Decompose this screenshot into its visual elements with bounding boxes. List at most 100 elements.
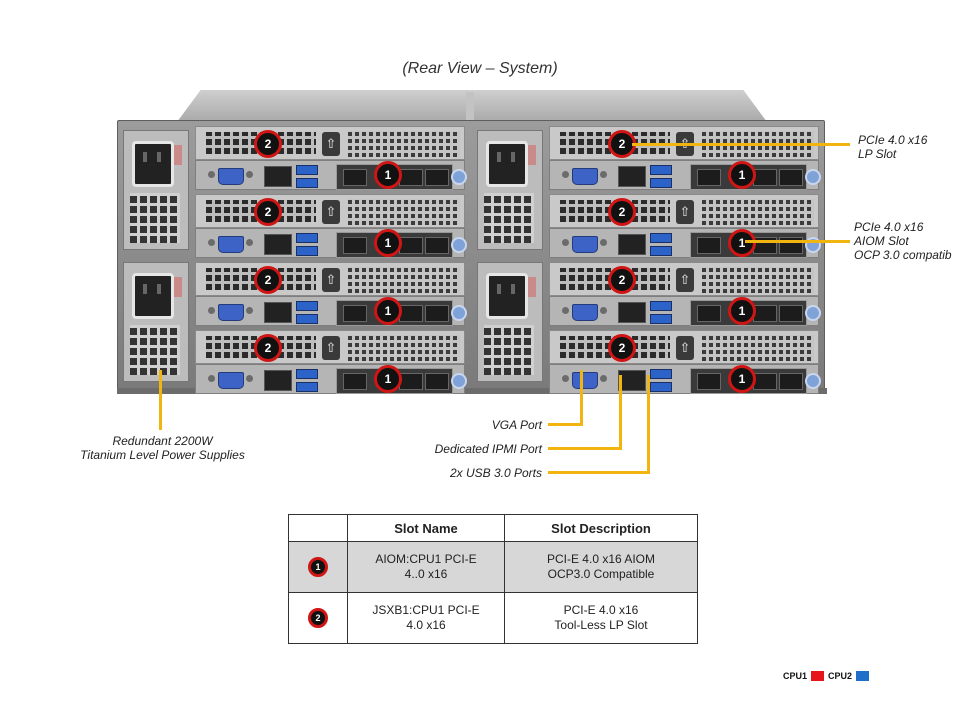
thumbscrew-icon[interactable] — [451, 237, 467, 253]
ipmi-port-icon — [264, 302, 292, 323]
release-handle-icon[interactable]: ⇧ — [676, 336, 694, 360]
callout-line-aiom-slot — [745, 240, 850, 243]
node-vent-grill — [348, 267, 460, 293]
callout-lp-slot-line1: PCIe 4.0 x16 — [858, 133, 928, 147]
release-handle-icon[interactable]: ⇧ — [676, 268, 694, 292]
vga-screw-icon — [246, 171, 253, 178]
slot-1-marker-icon: 1 — [728, 161, 756, 189]
ipmi-port-icon — [264, 370, 292, 391]
callout-line-usb-h — [548, 471, 650, 474]
thumbscrew-icon[interactable] — [451, 373, 467, 389]
callout-usb-ports: 2x USB 3.0 Ports — [449, 466, 542, 480]
power-supply-unit — [477, 262, 543, 382]
callout-aiom-line2: AIOM Slot — [854, 234, 909, 248]
aiom-port-icon — [697, 305, 721, 322]
usb-port-icon — [650, 314, 672, 324]
aiom-port-icon — [425, 237, 449, 254]
psu-fan-grill — [130, 193, 180, 243]
aiom-port-icon — [343, 169, 367, 186]
usb-port-icon — [296, 369, 318, 379]
usb-port-icon — [296, 233, 318, 243]
node-io-panel: 1 — [195, 228, 467, 258]
aiom-port-icon — [779, 169, 803, 186]
psu-latch — [528, 145, 536, 165]
node-io-panel: 1 — [549, 160, 821, 190]
thumbscrew-icon[interactable] — [805, 373, 821, 389]
table-cell-badge: 2 — [288, 592, 348, 644]
vga-port-icon — [218, 236, 244, 253]
table-row: 1 AIOM:CPU1 PCI-E 4..0 x16 PCI-E 4.0 x16… — [288, 541, 698, 593]
thumbscrew-icon[interactable] — [805, 305, 821, 321]
node-io-panel: 1 — [549, 364, 821, 394]
usb-port-icon — [650, 382, 672, 392]
vga-screw-icon — [246, 375, 253, 382]
callout-vga-port: VGA Port — [491, 418, 542, 432]
table-cell-slot-name: JSXB1:CPU1 PCI-E 4.0 x16 — [347, 592, 505, 644]
node-vent-grill — [702, 335, 814, 361]
usb-port-icon — [296, 165, 318, 175]
thumbscrew-icon[interactable] — [451, 305, 467, 321]
psu-latch — [528, 277, 536, 297]
release-handle-icon[interactable]: ⇧ — [322, 268, 340, 292]
callout-aiom-slot: PCIe 4.0 x16 AIOM Slot OCP 3.0 compatib — [854, 220, 952, 262]
node-io-panel: 1 — [195, 364, 467, 394]
node-upper-panel: ⇧2 — [195, 330, 465, 364]
vga-screw-icon — [208, 239, 215, 246]
usb-port-icon — [650, 233, 672, 243]
aiom-port-icon — [425, 305, 449, 322]
aiom-port-icon — [779, 373, 803, 390]
psu-fan-grill — [130, 325, 180, 375]
vga-port-icon — [572, 236, 598, 253]
slot-2-marker-icon: 2 — [608, 334, 636, 362]
aiom-port-icon — [425, 169, 449, 186]
vga-screw-icon — [562, 239, 569, 246]
thumbscrew-icon[interactable] — [451, 169, 467, 185]
vga-port-icon — [218, 168, 244, 185]
vga-screw-icon — [246, 307, 253, 314]
callout-psu: Redundant 2200W Titanium Level Power Sup… — [60, 434, 265, 462]
release-handle-icon[interactable]: ⇧ — [322, 336, 340, 360]
vga-screw-icon — [600, 239, 607, 246]
aiom-port-icon — [399, 169, 423, 186]
slot-1-marker-icon: 1 — [728, 365, 756, 393]
vga-screw-icon — [562, 307, 569, 314]
usb-port-icon — [296, 314, 318, 324]
callout-aiom-line1: PCIe 4.0 x16 — [854, 220, 924, 234]
power-inlet-icon — [486, 273, 528, 319]
vga-port-icon — [218, 372, 244, 389]
slot-desc-line2: OCP3.0 Compatible — [547, 567, 655, 581]
diagram-title: (Rear View – System) — [402, 60, 558, 77]
vga-port-icon — [572, 304, 598, 321]
compute-node: ⇧ 2 1 — [549, 330, 821, 394]
usb-port-icon — [650, 246, 672, 256]
usb-port-icon — [296, 178, 318, 188]
vga-screw-icon — [562, 375, 569, 382]
release-handle-icon[interactable]: ⇧ — [322, 200, 340, 224]
callout-lp-slot-line2: LP Slot — [858, 147, 897, 161]
slot-desc-line2: Tool-Less LP Slot — [554, 618, 648, 632]
header-slot-name: Slot Name — [347, 514, 505, 542]
usb-port-icon — [296, 246, 318, 256]
node-upper-panel: ⇧2 — [195, 262, 465, 296]
callout-line-lp-slot — [632, 143, 850, 146]
slot-1-marker-icon: 1 — [374, 229, 402, 257]
vga-screw-icon — [600, 375, 607, 382]
table-cell-slot-description: PCI-E 4.0 x16 Tool-Less LP Slot — [504, 592, 698, 644]
slot-table: Slot Name Slot Description 1 AIOM:CPU1 P… — [288, 514, 698, 644]
vga-port-icon — [572, 168, 598, 185]
thumbscrew-icon[interactable] — [805, 169, 821, 185]
node-upper-panel: ⇧2 — [549, 194, 819, 228]
psu-fan-grill — [484, 193, 534, 243]
node-io-panel: 1 — [549, 296, 821, 326]
release-handle-icon[interactable]: ⇧ — [676, 200, 694, 224]
compute-node: ⇧21 — [549, 126, 821, 190]
slot-2-badge-icon: 2 — [308, 608, 328, 628]
aiom-port-icon — [399, 305, 423, 322]
vga-screw-icon — [208, 307, 215, 314]
power-inlet-icon — [486, 141, 528, 187]
slot-2-marker-icon: 2 — [254, 130, 282, 158]
slot-table-header: Slot Name Slot Description — [288, 514, 698, 542]
release-handle-icon[interactable]: ⇧ — [322, 132, 340, 156]
